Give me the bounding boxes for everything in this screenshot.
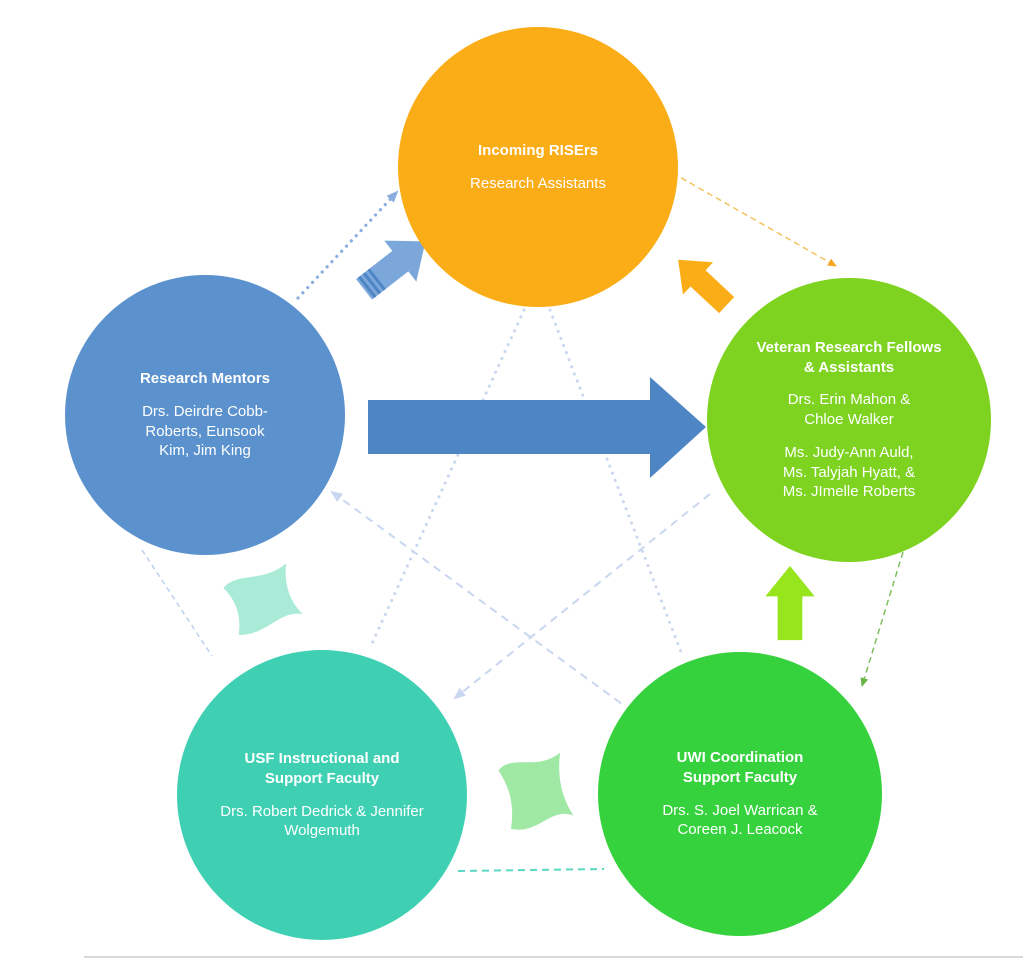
dashed-line-mentors-to-usf bbox=[141, 549, 213, 657]
dashed-line-usf-to-uwi bbox=[457, 868, 605, 872]
orange-up-arrow-body bbox=[678, 259, 735, 314]
dashed-line-veterans-to-uwi bbox=[860, 551, 904, 687]
node-text: Drs. S. Joel Warrican & Coreen J. Leacoc… bbox=[662, 801, 818, 839]
node-uwi-coordination-support-faculty: UWI Coordination Support Faculty Drs. S.… bbox=[598, 652, 882, 936]
dotted-line-mentors-to-risers bbox=[296, 190, 399, 300]
dashed-line-mentors-to-uwi bbox=[330, 490, 627, 708]
dotted-line-risers-to-usf bbox=[368, 308, 526, 650]
node-title: USF Instructional and Support Faculty bbox=[244, 749, 400, 787]
stripe bbox=[358, 275, 377, 299]
blue-up-arrow bbox=[356, 240, 426, 300]
teal-ribbon-body bbox=[223, 563, 303, 635]
node-usf-instructional-support-faculty: USF Instructional and Support Faculty Dr… bbox=[177, 650, 467, 940]
stripe bbox=[362, 272, 382, 295]
node-text: Drs. Deirdre Cobb-Roberts, Eunsook Kim, … bbox=[142, 402, 268, 460]
node-veteran-research-fellows: Veteran Research Fellows & Assistants Dr… bbox=[707, 278, 991, 562]
green-ribbon-body bbox=[498, 752, 574, 830]
page-bottom-border bbox=[84, 956, 1023, 958]
node-text: Research Assistants bbox=[470, 174, 606, 192]
node-content: Incoming RISErs Research Assistants bbox=[470, 141, 606, 194]
blue-arrow-stripes bbox=[358, 268, 386, 299]
dashed-line-veterans-to-usf bbox=[453, 493, 711, 700]
orange-up-arrow bbox=[678, 259, 735, 314]
node-research-mentors: Research Mentors Drs. Deirdre Cobb-Rober… bbox=[65, 275, 345, 555]
node-incoming-risers: Incoming RISErs Research Assistants bbox=[398, 27, 678, 307]
dotted-line-risers-to-uwi bbox=[548, 308, 683, 654]
green-ribbon-shape bbox=[498, 752, 574, 830]
node-content: Veteran Research Fellows & Assistants Dr… bbox=[754, 338, 944, 503]
node-content: UWI Coordination Support Faculty Drs. S.… bbox=[655, 748, 825, 840]
node-title: Research Mentors bbox=[139, 369, 271, 387]
node-content: USF Instructional and Support Faculty Dr… bbox=[220, 749, 425, 841]
node-title: Incoming RISErs bbox=[477, 141, 599, 159]
node-text: Drs. Robert Dedrick & Jennifer Wolgemuth bbox=[220, 802, 424, 840]
node-title: Veteran Research Fellows & Assistants bbox=[756, 338, 942, 376]
node-text: Ms. Judy-Ann Auld, Ms. Talyjah Hyatt, & … bbox=[782, 443, 916, 501]
green-up-arrow-body bbox=[765, 565, 815, 641]
teal-ribbon-shape bbox=[223, 563, 303, 635]
stripe bbox=[367, 268, 386, 291]
big-arrow-mentors-to-veterans bbox=[368, 377, 706, 478]
node-text: Drs. Erin Mahon & Chloe Walker bbox=[787, 391, 911, 429]
dashed-line-risers-to-veterans bbox=[654, 162, 837, 267]
node-title: UWI Coordination Support Faculty bbox=[676, 748, 804, 786]
green-up-arrow bbox=[765, 565, 815, 641]
node-content: Research Mentors Drs. Deirdre Cobb-Rober… bbox=[135, 369, 275, 461]
